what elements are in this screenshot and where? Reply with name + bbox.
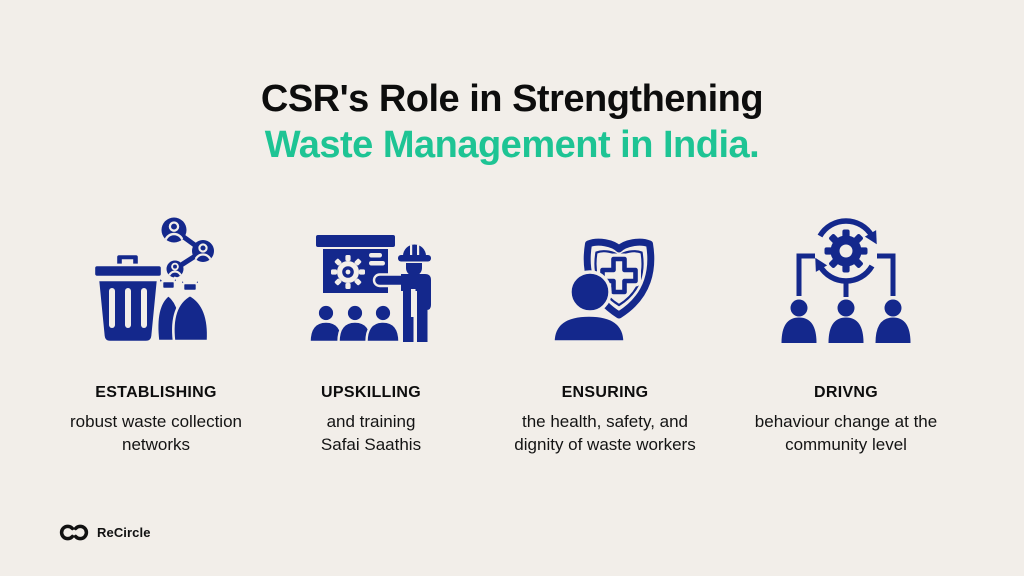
column-establishing: ESTABLISHING robust waste collection net…	[36, 212, 276, 456]
brand-footer: ReCircle	[58, 524, 151, 541]
health-safety-shield-icon-svg	[551, 238, 655, 344]
description-line-2: community level	[785, 435, 907, 454]
description-line-2: Safai Saathis	[320, 435, 422, 454]
column-description: and training Safai Saathis	[251, 410, 491, 456]
description-line-2: networks	[121, 435, 191, 454]
column-driving: DRIVNG behaviour change at the community…	[726, 212, 966, 456]
recircle-infinity-icon	[59, 524, 89, 541]
title-line-1: CSR's Role in Strengthening	[260, 78, 764, 120]
description-line-1: robust waste collection	[70, 412, 242, 431]
waste-collection-network-icon-svg	[92, 217, 214, 344]
community-behaviour-gear-icon-svg	[781, 218, 911, 343]
description-line-2: dignity of waste workers	[514, 435, 696, 454]
description-line-1: and training	[326, 412, 416, 431]
column-description: behaviour change at the community level	[726, 410, 966, 456]
description-line-1: the health, safety, and	[521, 412, 689, 431]
column-ensuring: ENSURING the health, safety, and dignity…	[485, 212, 725, 456]
health-safety-shield-icon	[485, 212, 725, 344]
description-line-1: behaviour change at the	[754, 412, 938, 431]
community-behaviour-gear-icon	[726, 212, 966, 344]
page-title: CSR's Role in Strengthening Waste Manage…	[0, 76, 1024, 168]
training-presentation-icon-svg	[308, 235, 431, 344]
column-heading: DRIVNG	[813, 384, 879, 401]
column-heading: UPSKILLING	[321, 384, 421, 401]
training-presentation-icon	[251, 212, 491, 344]
waste-collection-network-icon	[36, 212, 276, 344]
title-line-2: Waste Management in India.	[264, 124, 760, 166]
column-heading: ESTABLISHING	[95, 384, 217, 401]
brand-name: ReCircle	[97, 525, 151, 540]
column-heading: ENSURING	[561, 384, 649, 401]
column-description: the health, safety, and dignity of waste…	[485, 410, 725, 456]
column-upskilling: UPSKILLING and training Safai Saathis	[251, 212, 491, 456]
column-description: robust waste collection networks	[36, 410, 276, 456]
